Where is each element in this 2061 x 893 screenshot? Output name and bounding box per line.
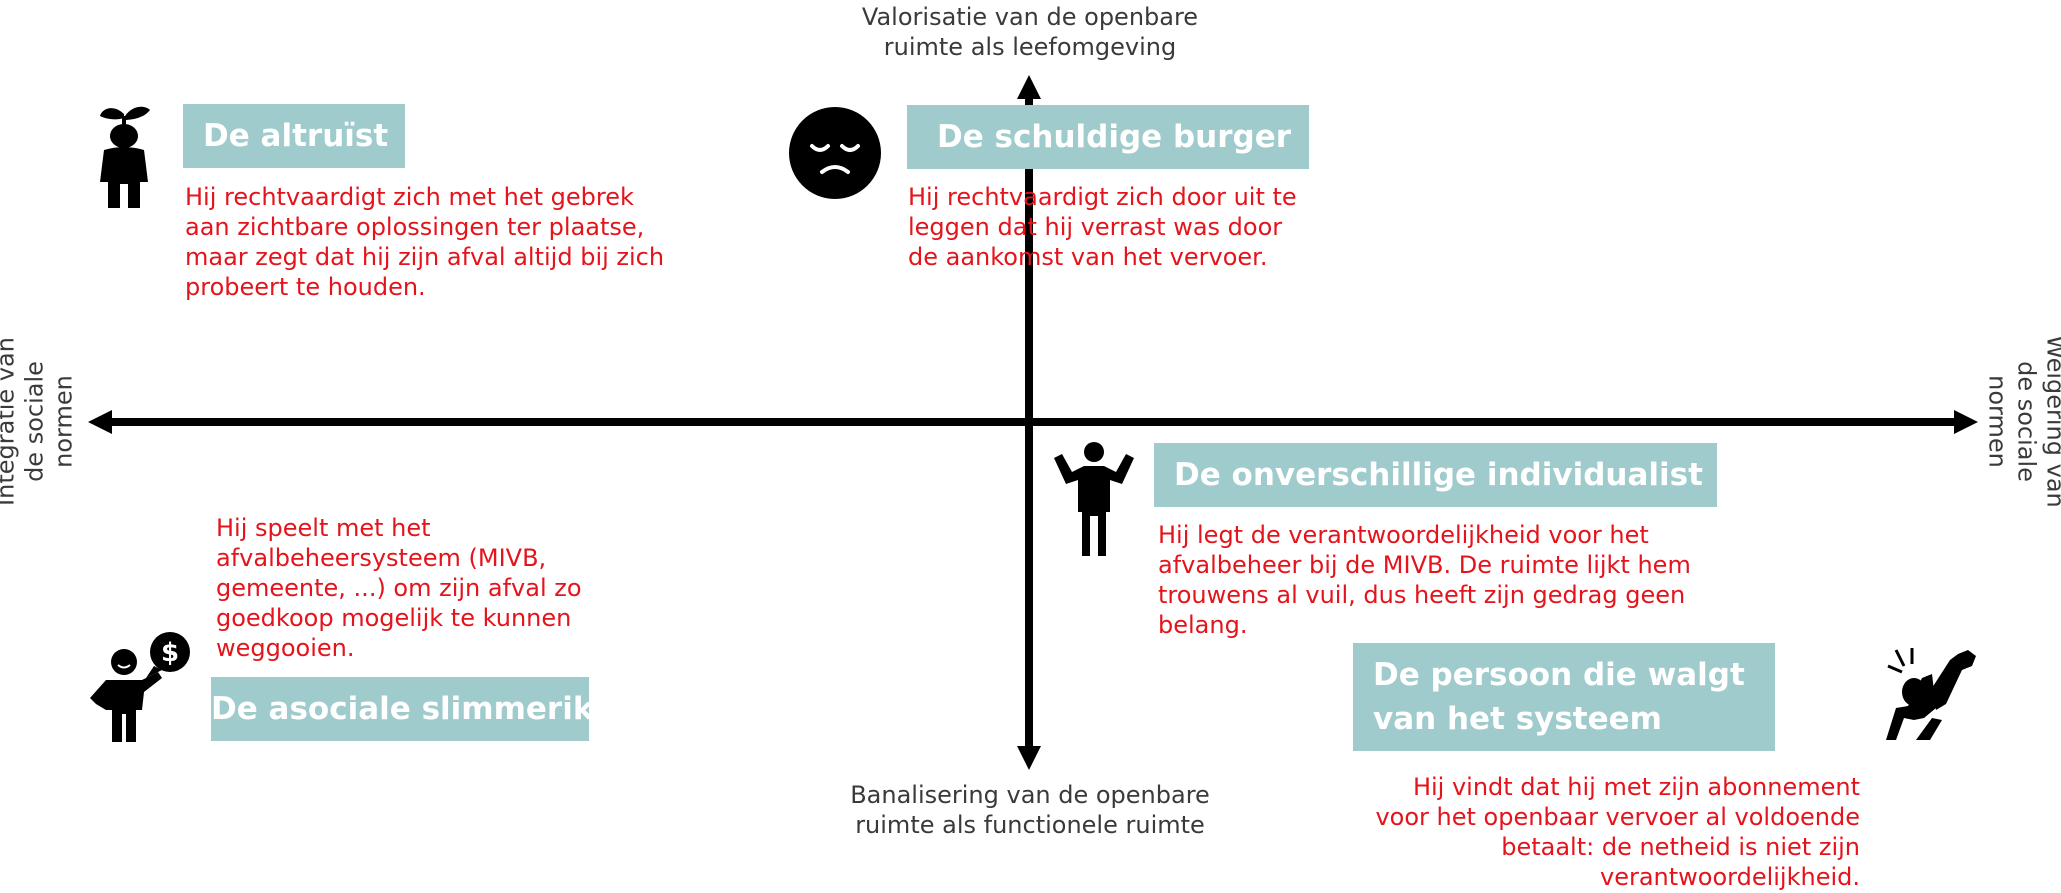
profile-title-indifferent: De onverschillige individualist [1154, 443, 1717, 507]
angry-person-fist-icon [1886, 648, 1976, 740]
profile-title-guilty: De schuldige burger [907, 105, 1309, 169]
axis-label-left: Integratie van de sociale normen [0, 337, 78, 506]
profile-title-altruist: De altruïst [183, 104, 405, 168]
profile-desc-asocial: Hij speelt met het afvalbeheersysteem (M… [216, 514, 582, 662]
shrugging-person-icon [1054, 442, 1134, 556]
profile-title-asocial: De asociale slimmerik [211, 677, 589, 741]
right-arrowhead [1954, 410, 1978, 434]
left-arrowhead [88, 410, 112, 434]
bottom-arrowhead [1017, 746, 1041, 770]
profile-desc-disgusted: Hij vindt dat hij met zijn abonnement vo… [1375, 773, 1860, 891]
vertical-axis [1017, 75, 1041, 770]
svg-text:$: $ [161, 638, 179, 668]
axis-label-bottom: Banalisering van de openbare ruimte als … [850, 781, 1210, 839]
axis-label-top: Valorisatie van de openbare ruimte als l… [861, 3, 1199, 61]
profile-desc-altruist: Hij rechtvaardigt zich met het gebrek aa… [185, 183, 665, 301]
sad-face-icon [789, 107, 881, 199]
profile-desc-guilty: Hij rechtvaardigt zich door uit te legge… [908, 183, 1297, 271]
profile-desc-indifferent: Hij legt de verantwoordelijkheid voor he… [1158, 521, 1691, 639]
person-money-speech-icon: $ [90, 632, 190, 742]
profile-title-disgusted: De persoon die walgt van het systeem [1353, 643, 1775, 751]
top-arrowhead [1017, 75, 1041, 99]
plant-head-person-icon [100, 106, 150, 208]
axis-label-right: Weigering van de sociale normen [1983, 335, 2061, 508]
